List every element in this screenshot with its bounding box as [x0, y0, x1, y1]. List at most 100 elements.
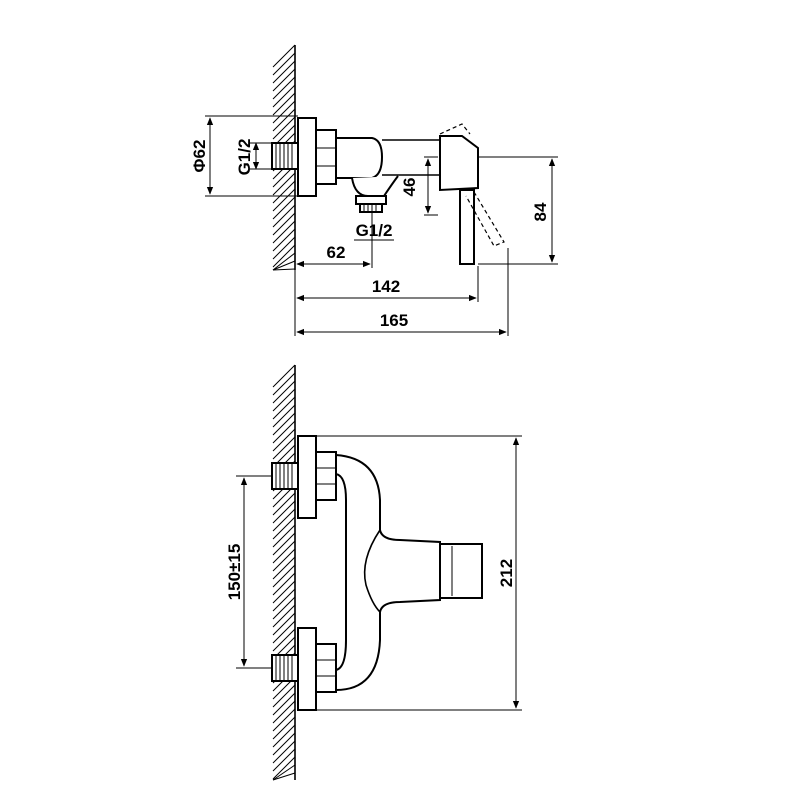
wall-hatch-line: [272, 700, 296, 724]
wall-hatch-line: [272, 508, 296, 532]
wall-hatch-line: [272, 388, 296, 412]
wall-hatch-line: [272, 500, 296, 524]
wall-hatch-line: [272, 620, 296, 644]
dim-thread-wall-label: G1/2: [235, 139, 254, 176]
wall-hatch-line: [272, 244, 296, 268]
dim-depth-142: 142: [294, 266, 479, 336]
wall-hatch-line: [272, 396, 296, 420]
dim-thread-outlet-label: G1/2: [356, 221, 393, 240]
wall-hatch-line: [272, 492, 296, 516]
wall-hatch-line: [272, 372, 296, 396]
front-view: 150±15 212: [225, 364, 522, 781]
wall-hatch-line: [272, 732, 296, 756]
wall-hatch-line: [272, 404, 296, 428]
lever-housing: [439, 135, 479, 192]
nut: [315, 129, 337, 185]
escutcheon-flange: [297, 117, 317, 197]
top-view: Φ62 G1/2 46 G1/2 84: [190, 44, 558, 336]
wall-hatch-line: [272, 68, 296, 92]
dim-depth-62: 62: [296, 212, 373, 268]
wall-hatch-line: [272, 516, 296, 540]
wall-hatch-line: [272, 604, 296, 628]
wall-hatch-line: [272, 108, 296, 132]
dim-height-46-label: 46: [400, 178, 419, 197]
lower-nut: [315, 643, 337, 693]
wall-hatch-line: [272, 524, 296, 548]
wall-hatch-line: [272, 204, 296, 228]
dim-diameter: Φ62: [190, 115, 298, 197]
dim-depth-142-label: 142: [372, 277, 400, 296]
valve-body: [335, 137, 384, 179]
wall-hatch-line: [272, 716, 296, 740]
wall-hatch-line: [272, 628, 296, 652]
upper-flange: [297, 435, 317, 519]
wall-front: [272, 364, 296, 781]
wall-hatch-line: [272, 708, 296, 732]
wall-hatch-line: [272, 76, 296, 100]
wall-hatch-line: [272, 756, 296, 780]
wall-hatch-line: [272, 252, 296, 271]
wall-hatch-line: [272, 260, 296, 271]
mixer-body: [335, 453, 441, 692]
wall-hatch-line: [272, 116, 296, 140]
wall-hatch-line: [272, 84, 296, 108]
wall-hatch-line: [272, 588, 296, 612]
wall-hatch-line: [272, 532, 296, 556]
wall-hatch-line: [272, 380, 296, 404]
wall-hatch-line: [272, 60, 296, 84]
lever-alt-position: [439, 123, 505, 247]
wall-hatch-line: [272, 212, 296, 236]
wall-hatch-line: [272, 412, 296, 436]
wall-hatch-line: [272, 92, 296, 116]
wall-hatch-line: [272, 548, 296, 572]
lower-flange: [297, 627, 317, 711]
dim-depth-165-label: 165: [380, 311, 408, 330]
wall-hatch-line: [272, 740, 296, 764]
wall-hatch-line: [272, 44, 296, 68]
wall-hatch-line: [272, 172, 296, 196]
wall-hatch-line: [272, 540, 296, 564]
wall-hatch-line: [272, 596, 296, 620]
outlet-connector: [351, 175, 399, 213]
dim-diameter-label: Φ62: [190, 140, 209, 173]
wall-hatch-line: [272, 572, 296, 596]
wall-hatch-line: [272, 684, 296, 708]
dim-height-212: 212: [316, 435, 522, 711]
wall-hatch-line: [272, 196, 296, 220]
dim-depth-165: 165: [296, 248, 509, 336]
wall-thread-connector: [271, 142, 301, 170]
wall-hatch-line: [272, 420, 296, 444]
wall-hatch-line: [272, 52, 296, 76]
wall-hatch-line: [272, 188, 296, 212]
wall-hatch-line: [272, 764, 296, 781]
wall-hatch-line: [272, 428, 296, 452]
lower-thread-connector: [271, 654, 301, 682]
wall-hatch-line: [272, 364, 296, 388]
wall-hatch-line: [272, 268, 296, 271]
wall-hatch-line: [272, 180, 296, 204]
upper-thread-connector: [271, 462, 301, 490]
wall-hatch-line: [272, 748, 296, 772]
wall-hatch-line: [272, 220, 296, 244]
wall-hatch-line: [272, 724, 296, 748]
dim-height-46: 46: [400, 156, 438, 216]
upper-nut: [315, 451, 337, 501]
wall-hatch-line: [272, 772, 296, 781]
handle-block: [439, 543, 483, 599]
wall-hatch-line: [272, 100, 296, 124]
wall-hatch-line: [272, 436, 296, 460]
dim-height-84-label: 84: [531, 202, 550, 221]
wall-hatch-line: [272, 228, 296, 252]
dim-spacing: 150±15: [225, 475, 272, 669]
dim-spacing-label: 150±15: [225, 544, 244, 601]
wall-hatch-line: [272, 580, 296, 604]
dim-depth-62-label: 62: [327, 243, 346, 262]
dim-height-84: 84: [478, 156, 558, 265]
wall-hatch-line: [272, 692, 296, 716]
lever-handle: [459, 189, 475, 265]
wall-hatch-line: [272, 564, 296, 588]
dim-height-212-label: 212: [497, 559, 516, 587]
wall-hatch-line: [272, 556, 296, 580]
wall-hatch-line: [272, 236, 296, 260]
